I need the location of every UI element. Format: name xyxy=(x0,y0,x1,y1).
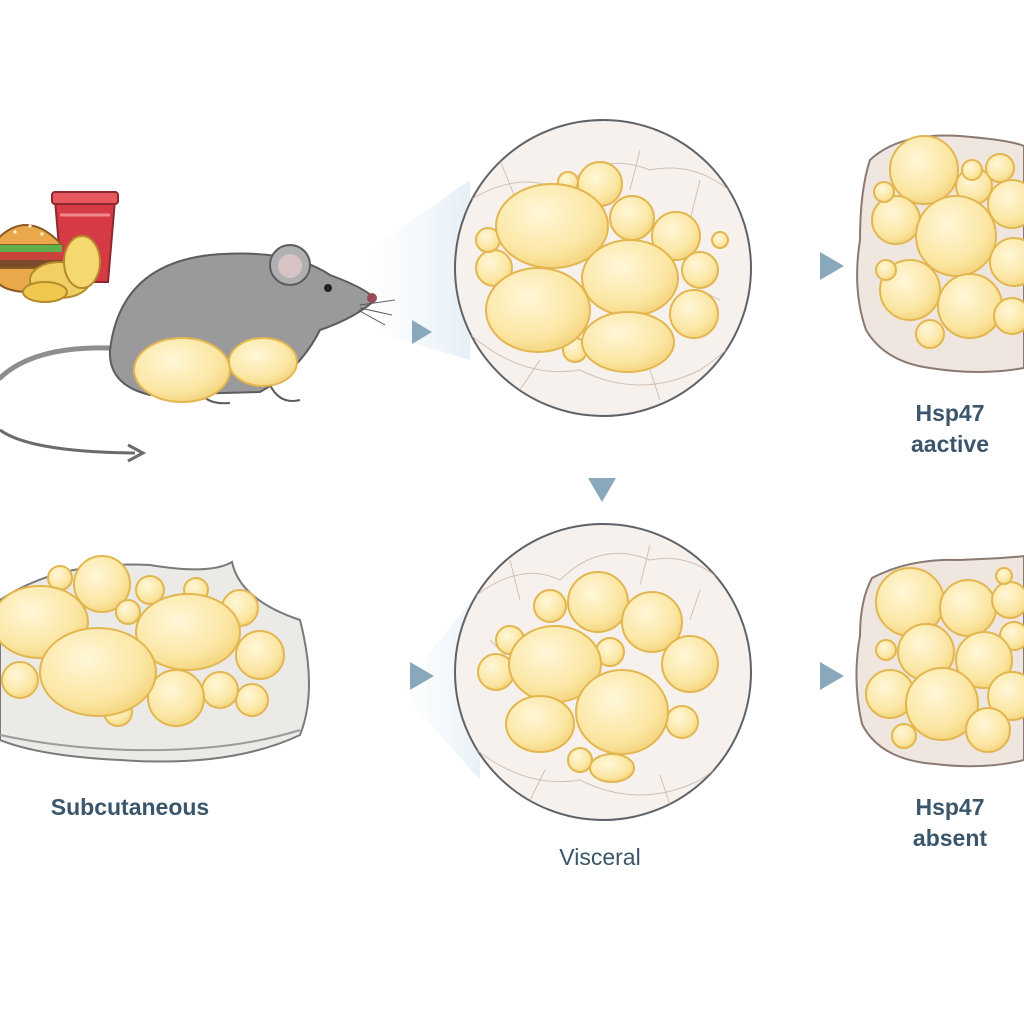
hsp47-active-line-2: aactive xyxy=(910,431,989,458)
chips-icon xyxy=(22,235,101,303)
zoom-beam-top xyxy=(370,180,470,360)
hsp47-active-label: Hsp47 aactive xyxy=(880,398,1020,460)
subcutaneous-tissue xyxy=(0,555,310,763)
magnified-tissue-bottom xyxy=(454,523,752,821)
arrow-icon xyxy=(325,662,434,690)
hsp47-absent-label: Hsp47 absent xyxy=(880,792,1020,854)
hsp47-active-tissue xyxy=(856,134,1024,373)
arrow-icon xyxy=(370,320,432,344)
visceral-label: Visceral xyxy=(559,844,641,870)
mouse-icon xyxy=(0,244,396,463)
hsp47-absent-line-1: Hsp47 xyxy=(915,794,985,820)
hsp47-absent-line-2: absent xyxy=(912,825,988,852)
subcutaneous-label: Subcutaneous xyxy=(50,794,210,820)
arrow-icon xyxy=(588,425,616,502)
hsp47-absent-tissue xyxy=(855,554,1024,768)
hsp47-active-line-1: Hsp47 xyxy=(915,400,985,426)
magnified-tissue-top xyxy=(454,119,752,417)
arrow-icon xyxy=(760,662,844,690)
fast-food-group xyxy=(0,191,119,303)
arrow-icon xyxy=(760,252,844,280)
tail-arrow xyxy=(0,428,136,455)
